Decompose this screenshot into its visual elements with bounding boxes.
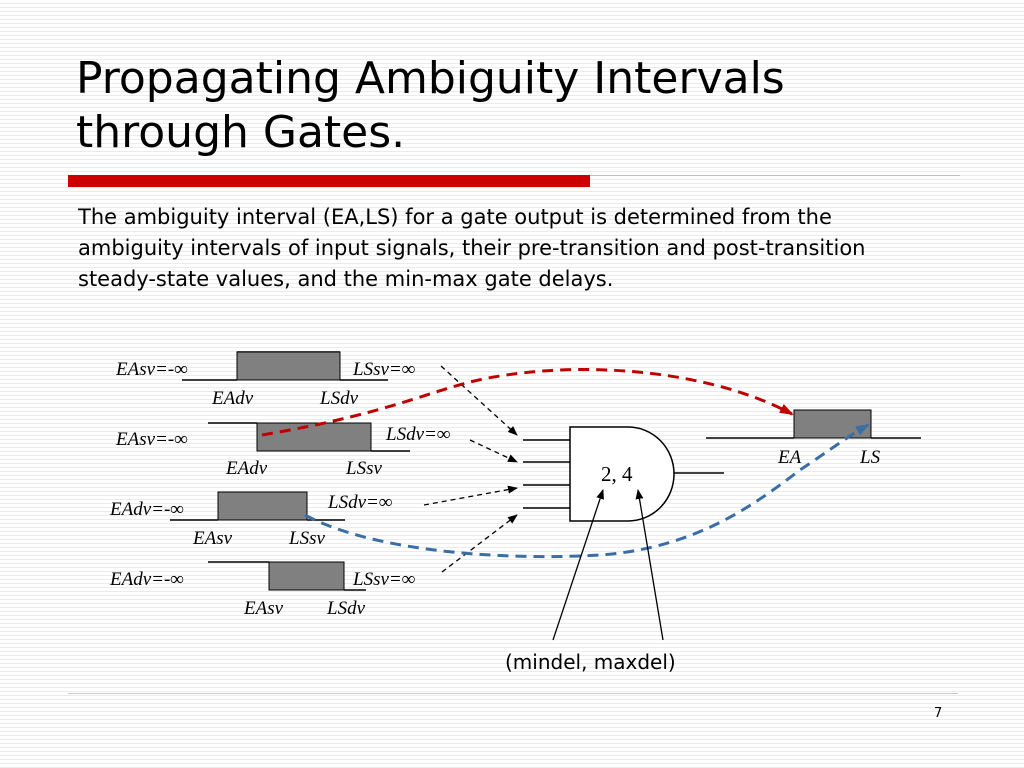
left-label: EAdv=-∞ bbox=[109, 499, 184, 520]
gate-delay-label: 2, 4 bbox=[601, 462, 633, 486]
maxdel-pointer bbox=[635, 489, 664, 641]
input-arrow-1 bbox=[440, 365, 518, 436]
below-left-label: EAdv bbox=[211, 388, 254, 409]
input-signal-1: EAsv=-∞ LSsv=∞ EAdv LSdv bbox=[115, 351, 415, 409]
input-signal-2: EAsv=-∞ LSdv=∞ EAdv LSsv bbox=[115, 422, 450, 479]
ambiguity-box bbox=[236, 351, 341, 381]
ambiguity-box bbox=[268, 561, 345, 591]
below-right-label: LSsv bbox=[288, 528, 325, 549]
below-right-label: LSdv bbox=[326, 598, 366, 619]
right-label: LSdv=∞ bbox=[327, 492, 392, 513]
right-label: LSsv=∞ bbox=[352, 359, 415, 380]
input-arrows bbox=[423, 365, 518, 573]
title-underline bbox=[590, 175, 960, 176]
output-signal: EA LS bbox=[706, 409, 921, 468]
below-left-label: EAsv bbox=[243, 598, 284, 619]
left-label: EAsv=-∞ bbox=[115, 359, 188, 380]
red-dashed-arrow bbox=[261, 368, 794, 437]
mindel-pointer bbox=[552, 489, 604, 641]
and-gate: 2, 4 bbox=[523, 426, 724, 522]
input-arrow-3 bbox=[423, 485, 518, 506]
below-left-label: EAdv bbox=[225, 458, 268, 479]
slide-title: Propagating Ambiguity Intervals through … bbox=[76, 53, 785, 158]
below-right-label: LSsv bbox=[345, 458, 382, 479]
input-arrow-4 bbox=[441, 514, 518, 573]
footer-rule bbox=[68, 693, 958, 694]
title-accent-bar bbox=[68, 175, 590, 187]
below-left-label: EAsv bbox=[192, 528, 233, 549]
output-ea-label: EA bbox=[777, 447, 802, 468]
right-label: LSdv=∞ bbox=[385, 424, 450, 445]
ambiguity-box bbox=[256, 422, 372, 452]
body-text: The ambiguity interval (EA,LS) for a gat… bbox=[78, 205, 866, 291]
output-ambiguity-box bbox=[793, 409, 872, 439]
input-signal-4: EAdv=-∞ LSsv=∞ EAsv LSdv bbox=[109, 561, 415, 619]
input-signal-3: EAdv=-∞ LSdv=∞ EAsv LSsv bbox=[109, 491, 392, 549]
delay-caption: (mindel, maxdel) bbox=[505, 650, 676, 674]
ambiguity-box bbox=[217, 491, 308, 521]
gate-body bbox=[569, 426, 675, 522]
blue-dashed-arrow bbox=[304, 423, 870, 559]
left-label: EAdv=-∞ bbox=[109, 569, 184, 590]
left-label: EAsv=-∞ bbox=[115, 429, 188, 450]
input-arrow-2 bbox=[469, 439, 518, 463]
output-ls-label: LS bbox=[859, 447, 881, 468]
right-label: LSsv=∞ bbox=[352, 569, 415, 590]
page-number: 7 bbox=[934, 706, 943, 721]
below-right-label: LSdv bbox=[319, 388, 359, 409]
